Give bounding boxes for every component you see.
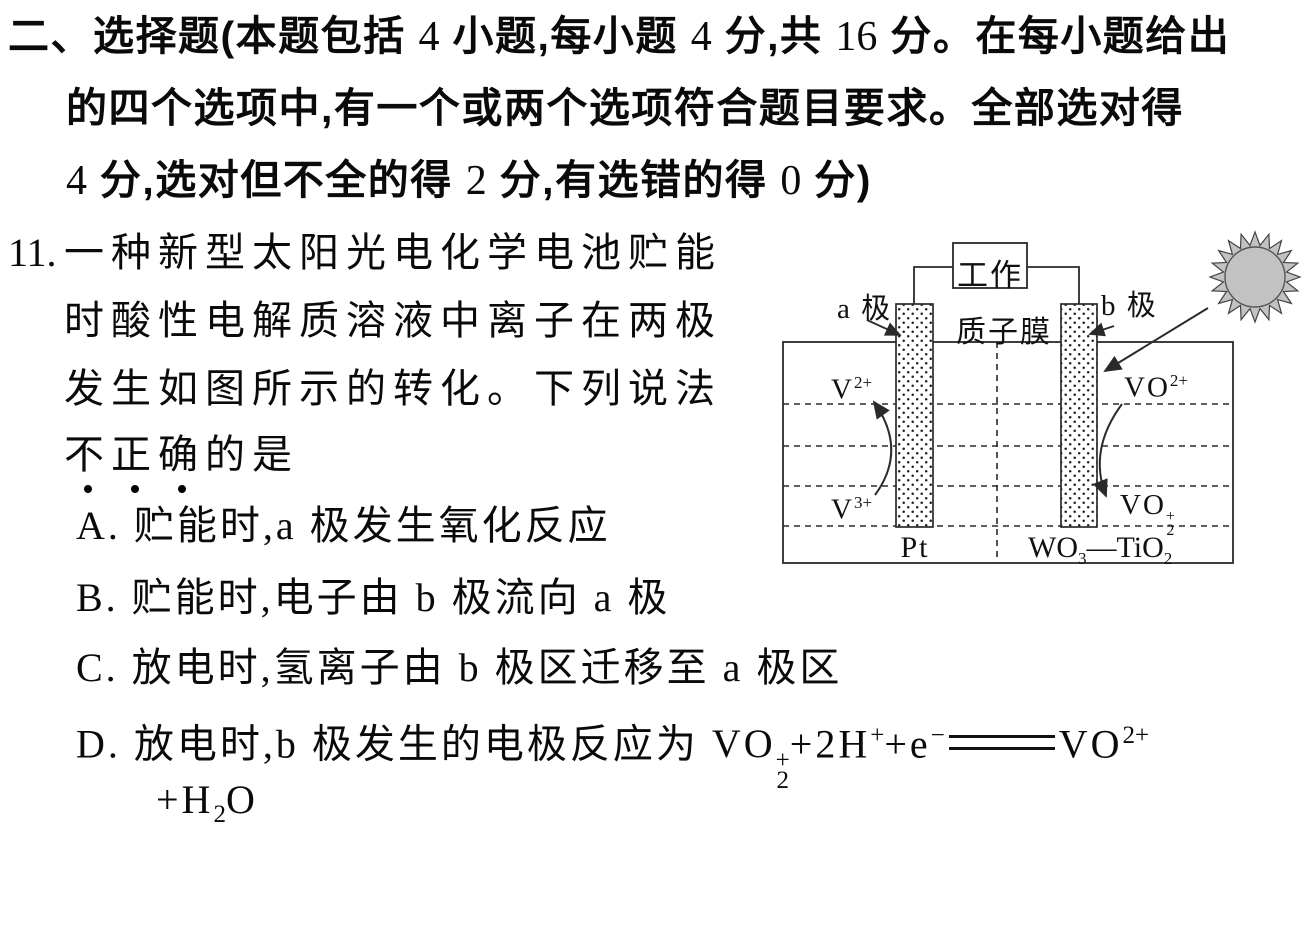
ion-charge: + [1165, 508, 1175, 525]
wire-right [1027, 266, 1080, 304]
proton-membrane-label: 质子膜 [956, 316, 1052, 349]
cell-diagram: 工作 质子膜 a 极 b 极 V2+ V3+ VO2+ VO+2 Pt WO3—… [780, 226, 1311, 576]
header-number: 4 [66, 158, 87, 204]
ion-label-vo2plus: VO2+ [1124, 371, 1188, 405]
emphasized-char: 不 [64, 432, 111, 477]
ion-label-v2plus: V2+ [831, 373, 872, 407]
header-segment: 的四个选项中,有一个或两个选项符合题目要求。全部选对得 [66, 85, 1184, 131]
formula-sub: 2 [213, 801, 226, 828]
electrode-a-label: a 极 [837, 293, 893, 325]
option-d-line-2: +H2O [156, 774, 258, 841]
work-box-label: 工作 [957, 258, 1023, 293]
cell-diagram-drawing [782, 230, 1302, 564]
material-sub: 2 [1163, 549, 1173, 568]
question-line-2: 时酸性电解质溶液中离子在两极 [64, 298, 722, 343]
formula-subsup-stack: +2 [775, 747, 790, 795]
question-number: 11. [8, 230, 57, 275]
header-number: 2 [465, 158, 487, 204]
header-segment: 小题,每小题 [439, 13, 691, 59]
formula-sup: − [930, 722, 945, 749]
arrow-v3-to-v2 [872, 400, 893, 496]
ion-charge: 3+ [853, 493, 873, 512]
header-number: 0 [780, 158, 802, 204]
ion-base: VO [1124, 371, 1170, 404]
emphasized-char: 确 [158, 432, 205, 477]
option-d-text: D. 放电时,b 极发生的电极反应为 [76, 721, 712, 767]
section-header-line-1: 二、选择题(本题包括 4 小题,每小题 4 分,共 16 分。在每小题给出 [8, 10, 1230, 63]
header-segment: 分) [801, 157, 872, 203]
header-number: 4 [418, 14, 440, 60]
arrow-vo2plus-to-vo2 [1092, 403, 1123, 498]
header-number: 16 [835, 14, 878, 60]
ion-base: V [831, 373, 854, 406]
ion-label-vo2-cation: VO+2 [1120, 489, 1175, 539]
option-d: D. 放电时,b 极发生的电极反应为 VO+2+2H++e−VO2+ [76, 710, 1150, 793]
formula-part: +e [884, 721, 931, 767]
formula-part: VO [711, 721, 776, 767]
tank-outline [782, 341, 1234, 564]
header-segment: 分,共 [711, 13, 836, 59]
ion-subsup-stack: +2 [1165, 508, 1175, 539]
sunlight-arrow [1103, 307, 1209, 373]
material-part: —TiO [1086, 531, 1164, 564]
option-b: B. 贮能时,电子由 b 极流向 a 极 [76, 575, 671, 620]
formula-part: +H [156, 777, 214, 822]
formula-part: +2H [789, 721, 871, 767]
electrode-b-label: b 极 [1101, 290, 1158, 322]
emphasized-char: 正 [111, 432, 158, 477]
ion-base: VO [1120, 489, 1166, 521]
formula-sup: + [870, 722, 885, 749]
ion-charge: 2+ [1169, 371, 1188, 390]
electrode-a-pointer-arrow [866, 319, 902, 336]
question-line-4: 不正确的是 [64, 429, 299, 481]
question-text: 的是 [205, 432, 299, 477]
sun-icon [1208, 230, 1302, 324]
header-segment: 分,有选错的得 [486, 157, 781, 203]
question-line-1: 一种新型太阳光电化学电池贮能 [64, 230, 722, 275]
electrode-a [895, 303, 934, 528]
wire-left [913, 266, 953, 304]
ion-subscript: 2 [1166, 522, 1175, 539]
formula-sup: + [775, 747, 790, 775]
double-bond-equals [948, 734, 1055, 750]
section-header-line-3: 4 分,选对但不全的得 2 分,有选错的得 0 分) [66, 154, 872, 207]
header-number: 4 [690, 14, 712, 60]
header-segment: 分。在每小题给出 [877, 13, 1231, 59]
ion-label-v3plus: V3+ [831, 493, 872, 527]
electrode-a-material-label: Pt [900, 531, 930, 564]
formula-part: O [225, 777, 258, 822]
section-header-line-2: 的四个选项中,有一个或两个选项符合题目要求。全部选对得 [66, 82, 1184, 134]
electrode-b [1060, 303, 1098, 528]
ion-base: V [831, 493, 854, 526]
sun-disc [1224, 246, 1286, 308]
ion-charge: 2+ [853, 373, 873, 392]
electrode-b-material-label: WO3—TiO2 [1028, 531, 1172, 569]
header-segment: 分,选对但不全的得 [87, 157, 466, 203]
option-a: A. 贮能时,a 极发生氧化反应 [76, 503, 611, 548]
electrode-b-pointer-arrow [1088, 322, 1115, 337]
formula-sup: 2+ [1122, 722, 1150, 749]
option-c: C. 放电时,氢离子由 b 极区迁移至 a 极区 [76, 645, 843, 690]
material-sub: 3 [1077, 549, 1087, 568]
formula-vo2-cation: VO+2 [711, 721, 790, 793]
formula-part: VO [1058, 721, 1123, 767]
work-box [952, 242, 1028, 289]
question-line-3: 发生如图所示的转化。下列说法 [64, 366, 722, 411]
material-part: WO [1028, 531, 1078, 564]
header-segment: 二、选择题(本题包括 [8, 13, 419, 59]
formula-sub: 2 [776, 767, 789, 795]
